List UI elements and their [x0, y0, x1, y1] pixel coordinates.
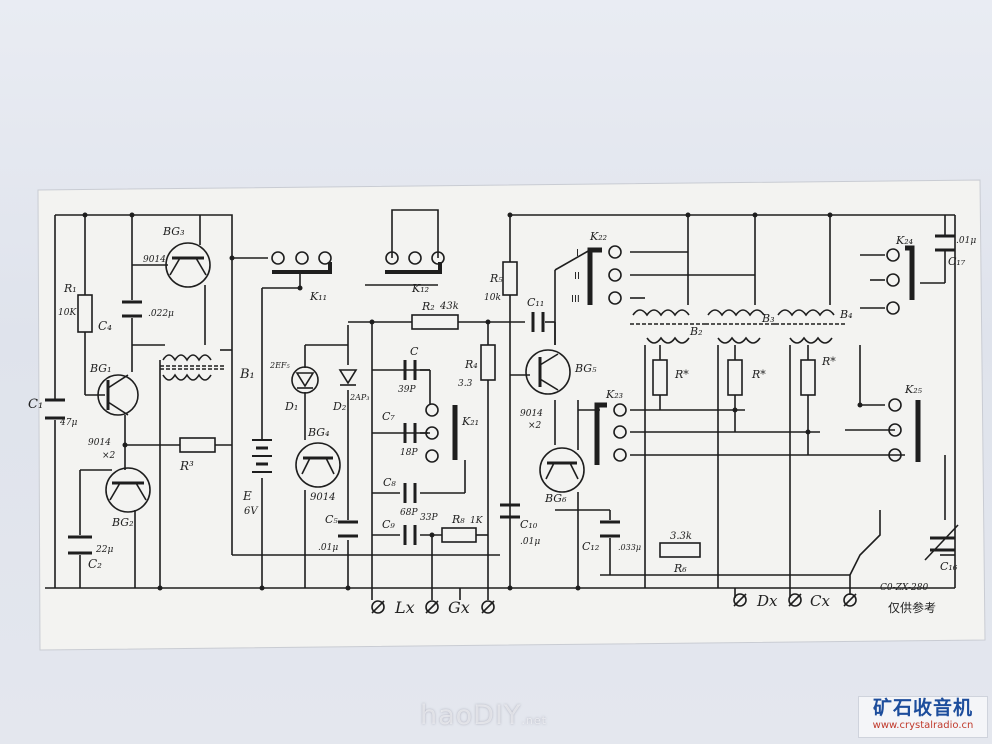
label-BG4: BG₄	[307, 426, 329, 439]
terminal-label-Dx: Dx	[756, 592, 778, 610]
label-R1-value: 10K	[58, 308, 77, 318]
label-D1: D₁	[284, 400, 298, 413]
circuit-components	[45, 234, 959, 614]
label-BG3-type: 9014	[143, 255, 166, 265]
label-E-value: 6V	[244, 506, 259, 517]
label-C16: C₁₆	[940, 560, 958, 573]
label-R8: R₈	[451, 513, 465, 526]
brand-watermark: 矿石收音机 www.crystalradio.cn	[858, 696, 988, 738]
label-position-II: II	[574, 271, 580, 282]
label-K22: K₂₂	[589, 230, 607, 243]
label-C10: C₁₀	[520, 518, 538, 531]
site-watermark: haoDIY.net	[420, 700, 547, 731]
label-R1: R₁	[63, 282, 77, 295]
paper	[37, 179, 986, 651]
label-BG5-count: ×2	[528, 421, 542, 431]
label-C4: C₄	[98, 319, 112, 333]
circuit-wires	[45, 209, 956, 600]
label-K11: K₁₁	[309, 290, 327, 303]
label-R4-value: 3.3	[458, 379, 473, 389]
label-C4-value: .022μ	[148, 309, 174, 319]
label-Rstar-2: R*	[674, 368, 689, 381]
label-C7-value: 18P	[400, 448, 418, 458]
label-C12: C₁₂	[582, 540, 599, 553]
label-K12: K₁₂	[411, 282, 429, 295]
label-D2-type: 2AP₃	[349, 393, 369, 402]
reference-note: 仅供参考	[888, 600, 936, 615]
label-C5: C₅	[325, 513, 338, 526]
label-BG2: BG₂	[111, 516, 133, 529]
label-D2: D₂	[332, 400, 346, 413]
terminal-label-Cx: Cx	[810, 592, 830, 610]
brand-watermark-url: www.crystalradio.cn	[872, 720, 974, 731]
site-watermark-name: haoDIY	[420, 700, 522, 731]
terminal-label-Gx: Gx	[448, 598, 470, 617]
label-C8-value: 68P	[400, 508, 418, 518]
label-C5-value: .01μ	[318, 543, 338, 553]
label-C9: C₉	[382, 518, 395, 531]
label-BG5-type: 9014	[520, 409, 543, 419]
label-C8: C₈	[383, 476, 396, 489]
label-R2: R₂	[421, 300, 435, 313]
label-C2: C₂	[88, 557, 102, 571]
label-C11: C₁₁	[527, 296, 544, 309]
label-BG3: BG₃	[162, 225, 184, 238]
label-BG5: BG₅	[574, 362, 597, 375]
label-position-III: III	[571, 294, 580, 305]
label-BG1-type: 9014	[88, 438, 111, 448]
drawing-code: C0-ZX-280	[880, 583, 928, 593]
label-K23: K₂₃	[605, 388, 623, 401]
label-R3: R³	[179, 459, 194, 473]
label-C17: C₁₇	[948, 255, 966, 268]
label-BG4-type: 9014	[310, 492, 335, 503]
label-R6: R₆	[673, 562, 687, 575]
label-Rstar-4: R*	[821, 355, 836, 368]
label-K21: K₂₁	[461, 415, 479, 428]
label-C1-value: 47μ	[59, 418, 77, 428]
label-R5: R₅	[489, 272, 503, 285]
label-R8-value: 1K	[470, 516, 484, 526]
label-BG1-count: ×2	[102, 451, 116, 461]
label-B4: B₄	[839, 308, 853, 321]
label-C9-value: 33P	[420, 513, 438, 523]
site-watermark-suffix: .net	[521, 714, 547, 727]
label-D1-type: 2EF₅	[269, 361, 290, 370]
label-C17-value: .01μ	[956, 236, 976, 246]
label-E: E	[242, 489, 252, 503]
label-BG1: BG₁	[89, 362, 111, 375]
label-C7: C₇	[382, 410, 395, 423]
label-K24: K₂₄	[895, 234, 913, 247]
label-C10-value: .01μ	[520, 537, 540, 547]
label-K25: K₂₅	[904, 383, 923, 396]
junction-dots	[82, 212, 863, 591]
label-position-I: I	[576, 248, 579, 259]
label-R5-value: 10k	[484, 293, 501, 303]
label-B2: B₂	[689, 325, 703, 338]
label-C-value: 39P	[398, 385, 416, 395]
label-R6-value: 3.3k	[670, 531, 692, 542]
terminal-label-Lx: Lx	[394, 598, 415, 617]
label-B3: B₃	[761, 312, 775, 325]
label-R4: R₄	[464, 358, 478, 371]
label-C2-value: 22μ	[95, 545, 113, 555]
component-labels: R₁ 10K C₁ 47μ C₂ 22μ C₄ .022μ BG₁ 9014 ×…	[28, 225, 976, 617]
label-R2-value: 43k	[439, 301, 459, 312]
brand-watermark-title: 矿石收音机	[872, 697, 973, 719]
label-BG6: BG₆	[544, 492, 567, 505]
label-C: C	[410, 345, 419, 358]
label-B1: B₁	[239, 367, 255, 382]
label-C1: C₁	[28, 397, 43, 412]
label-Rstar-3: R*	[751, 368, 766, 381]
label-C12-value: .033μ	[618, 543, 641, 552]
